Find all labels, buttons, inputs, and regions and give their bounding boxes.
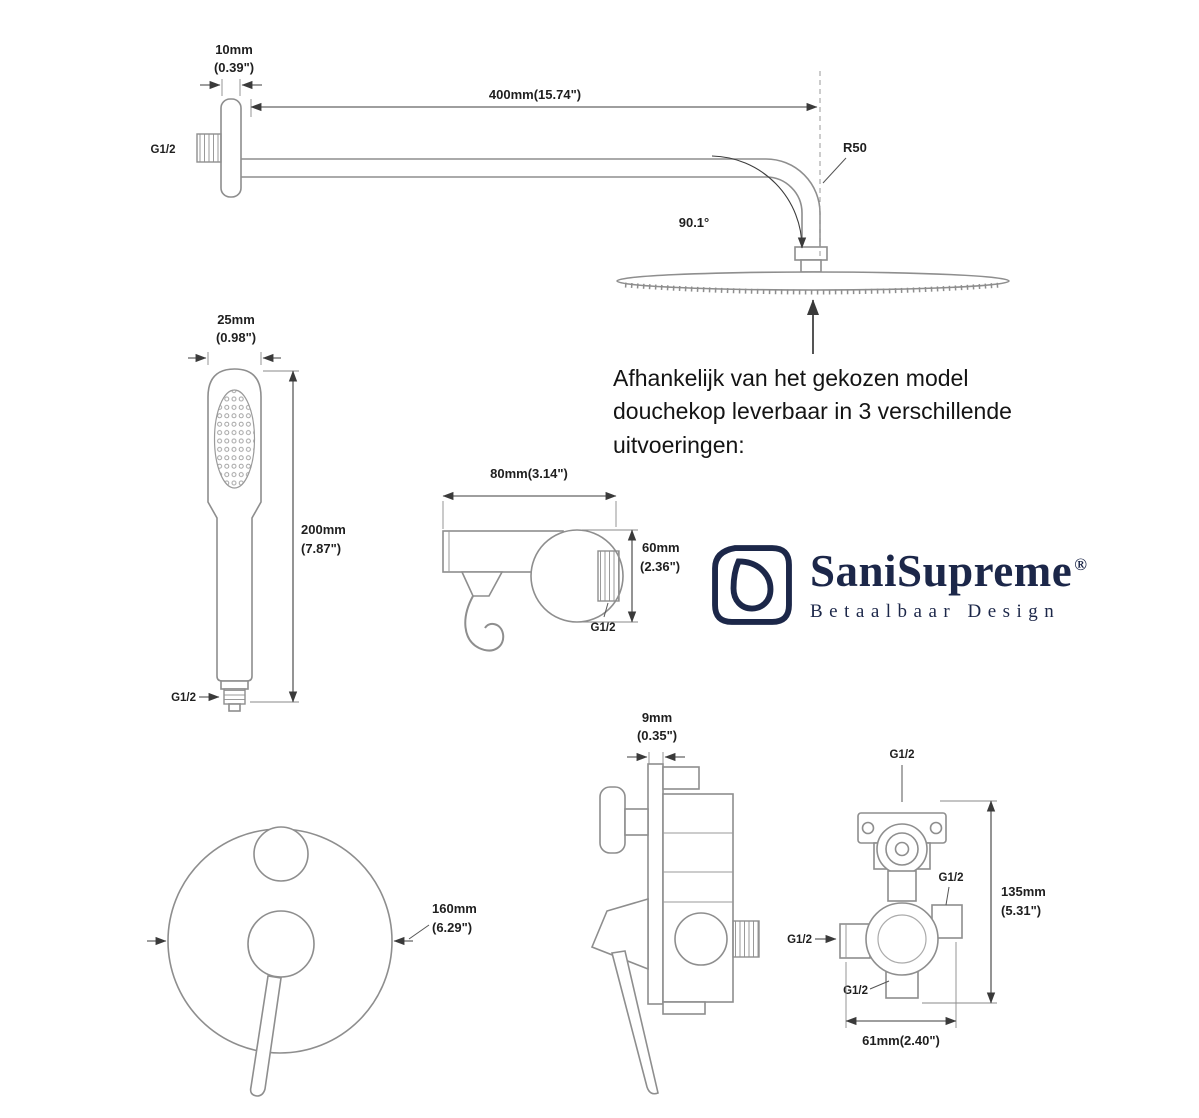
handshower-thread-label: G1/2 — [171, 692, 196, 704]
diverter-knob-side — [599, 786, 626, 854]
rain-head-drawing — [616, 271, 1010, 354]
diverter-stem — [624, 808, 649, 836]
wall-escutcheon — [220, 98, 242, 198]
handshower-spray-face — [213, 389, 256, 489]
brand-drop-icon — [712, 545, 792, 625]
trim-diameter-dimension-mm: 160mm — [432, 901, 477, 916]
valve-plate-dimension-mm: 9mm — [642, 710, 672, 725]
arm-connector — [800, 259, 822, 273]
valve-cartridge — [674, 912, 728, 966]
roughin-thread-right-label: G1/2 — [939, 872, 964, 884]
valve-body-front — [865, 902, 939, 976]
arm-thread-nipple — [196, 133, 222, 163]
lever-cone — [590, 897, 649, 971]
handshower-length-dimension-mm: 200mm — [301, 522, 346, 537]
rough-in-valve-drawing: G1/2 G1/2 G1/2 G1/2 135mm (5.31") 61mm(2… — [787, 749, 1046, 1048]
handshower-thread-tip — [223, 688, 246, 705]
arm-angle-label: 90.1° — [679, 215, 710, 230]
outlet-width-dimension: 80mm(3.14") — [490, 466, 568, 481]
arm-outer-edge — [241, 158, 821, 247]
handshower-nub — [228, 703, 241, 712]
roughin-height-dimension-in: (5.31") — [1001, 903, 1041, 918]
diverter-knob — [253, 826, 309, 882]
valve-side-drawing: 9mm (0.35") — [590, 710, 760, 1095]
roughin-height-dimension-mm: 135mm — [1001, 884, 1046, 899]
brand-logo: SaniSupreme® Betaalbaar Design — [710, 543, 1087, 627]
valve-top-block — [662, 766, 700, 790]
model-variants-note: Afhankelijk van het gekozen model douche… — [613, 365, 1012, 458]
roughin-thread-bottom-label: G1/2 — [843, 985, 868, 997]
arm-nut — [794, 246, 828, 261]
brand-name: SaniSupreme® — [810, 546, 1088, 597]
arm-length-dimension: 400mm(15.74") — [489, 87, 581, 102]
roughin-thread-left-label: G1/2 — [787, 934, 812, 946]
brand-tagline: Betaalbaar Design — [810, 600, 1061, 622]
mixer-knob — [247, 910, 315, 978]
shower-arm-drawing: 10mm (0.39") G1/2 400mm(15.74") R50 90.1… — [151, 42, 1010, 354]
mixer-lever — [249, 975, 282, 1097]
mixer-trim-drawing: 160mm (6.29") — [147, 826, 477, 1097]
riser-connector — [887, 870, 917, 902]
holder-hook — [464, 595, 505, 652]
roughin-width-dimension: 61mm(2.40") — [862, 1033, 940, 1048]
outlet-thread-label: G1/2 — [591, 622, 616, 634]
lever-handle-side — [611, 950, 659, 1095]
handshower-step — [220, 680, 249, 690]
arm-thread-label: G1/2 — [151, 144, 176, 156]
valve-outlet-stub — [732, 920, 760, 958]
wall-outlet-drawing: 80mm(3.14") G1/2 60mm (2.36") — [442, 466, 680, 652]
hand-shower-drawing: 25mm (0.98") 200mm (7.87") G1/2 — [171, 312, 346, 712]
trim-diameter-dimension-in: (6.29") — [432, 920, 472, 935]
valve-base — [662, 1001, 706, 1015]
valve-body — [662, 793, 734, 1003]
outlet-thread-stub — [597, 550, 620, 602]
valve-plate-dimension-in: (0.35") — [637, 728, 677, 743]
handshower-length-dimension-in: (7.87") — [301, 541, 341, 556]
valve-wall-plate — [647, 763, 664, 1005]
outlet-height-dimension-in: (2.36") — [640, 559, 680, 574]
arm-diameter-dimension-in: (0.39") — [214, 60, 254, 75]
arm-inner-edge — [241, 176, 803, 247]
arm-diameter-dimension-mm: 10mm — [215, 42, 253, 57]
registered-mark: ® — [1074, 555, 1088, 575]
handshower-width-dimension-in: (0.98") — [216, 330, 256, 345]
outlet-height-dimension-mm: 60mm — [642, 540, 680, 555]
top-port — [876, 823, 928, 875]
handshower-width-dimension-mm: 25mm — [217, 312, 255, 327]
roughin-thread-top-label: G1/2 — [890, 749, 915, 761]
arm-bend-radius-label: R50 — [843, 140, 867, 155]
holder-bracket — [460, 571, 504, 597]
